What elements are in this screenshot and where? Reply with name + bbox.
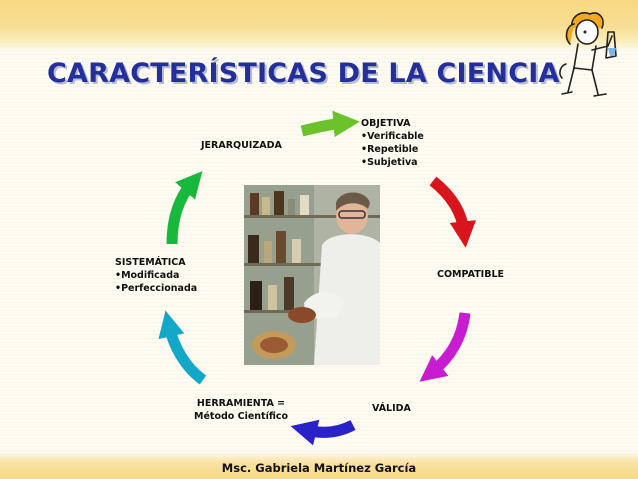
node-compatible: COMPATIBLE (437, 268, 504, 281)
node-jerarquizada: JERARQUIZADA (201, 139, 282, 152)
node-objetiva-label: OBJETIVA (361, 118, 411, 129)
node-valida-label: VÁLIDA (372, 403, 411, 414)
node-sistematica: SISTEMÁTICA Modificada Perfeccionada (115, 256, 197, 295)
node-valida: VÁLIDA (372, 402, 411, 415)
arrow-sistematica-to-jerarquizada (166, 171, 203, 245)
node-jerarquizada-label: JERARQUIZADA (201, 140, 282, 151)
node-herramienta: HERRAMIENTA = Método Científico (194, 397, 288, 423)
node-objetiva: OBJETIVA Verificable Repetible Subjetiva (361, 117, 424, 169)
arrow-compatible-to-valida (419, 312, 471, 382)
bullet-item: Modificada (115, 269, 197, 282)
bottom-decorative-band (0, 452, 638, 479)
node-sistematica-label: SISTEMÁTICA (115, 257, 186, 268)
bullet-item: Subjetiva (361, 156, 424, 169)
arrow-jerarquizada-to-objetiva (300, 110, 360, 138)
laboratory-photo (244, 185, 380, 365)
page-title: CARACTERÍSTICAS DE LA CIENCIA (47, 58, 560, 89)
node-herramienta-label: HERRAMIENTA = (196, 398, 286, 409)
bullet-item: Verificable (361, 130, 424, 143)
arrow-valida-to-herramienta (290, 419, 356, 446)
bullet-item: Repetible (361, 143, 424, 156)
node-herramienta-sublabel: Método Científico (194, 411, 289, 422)
arrow-objetiva-to-compatible (429, 176, 477, 248)
author-footer: Msc. Gabriela Martínez García (221, 461, 417, 475)
top-decorative-band (0, 0, 638, 50)
scientist-cartoon-illustration (559, 12, 617, 97)
bullet-item: Perfeccionada (115, 282, 197, 295)
arrow-herramienta-to-sistematica (158, 310, 207, 385)
node-compatible-label: COMPATIBLE (437, 269, 505, 280)
